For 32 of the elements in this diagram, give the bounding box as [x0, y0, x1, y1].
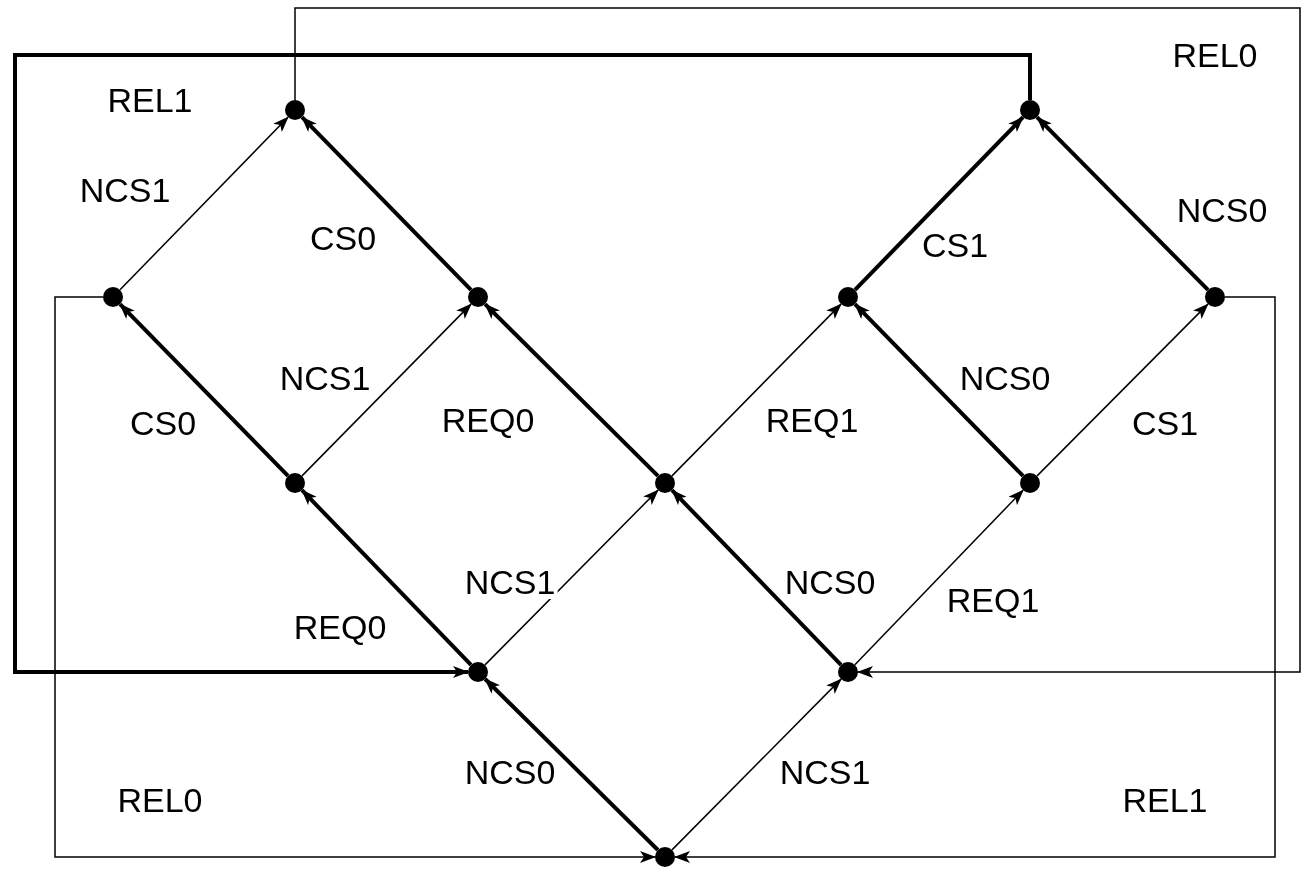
state-dot [838, 662, 858, 682]
state-dot [468, 662, 488, 682]
state-dot [285, 473, 305, 493]
arrow [54, 296, 656, 863]
arrow [484, 489, 659, 666]
arrow [671, 678, 842, 851]
arrow [674, 296, 1276, 863]
arrow [300, 115, 473, 292]
state-dot [655, 473, 675, 493]
state-dot [103, 287, 123, 307]
arrow [13, 53, 1032, 678]
state-dot [1205, 287, 1225, 307]
arrow [483, 302, 660, 478]
arrow [300, 488, 473, 667]
state-dot [1020, 473, 1040, 493]
state-dot [285, 100, 305, 120]
state-dot [838, 287, 858, 307]
arrow [301, 303, 472, 477]
arrow [483, 677, 660, 852]
arrow [1035, 115, 1210, 292]
arrow [118, 302, 290, 478]
arrow [854, 489, 1024, 666]
arrow [853, 115, 1025, 292]
arrow [294, 7, 1301, 678]
state-dot [468, 287, 488, 307]
arrow [119, 116, 289, 291]
arrow [853, 302, 1025, 478]
arrow [670, 488, 843, 667]
state-dot [655, 847, 675, 867]
state-dot [1020, 100, 1040, 120]
arrow [671, 303, 842, 477]
arrow [1036, 303, 1209, 477]
